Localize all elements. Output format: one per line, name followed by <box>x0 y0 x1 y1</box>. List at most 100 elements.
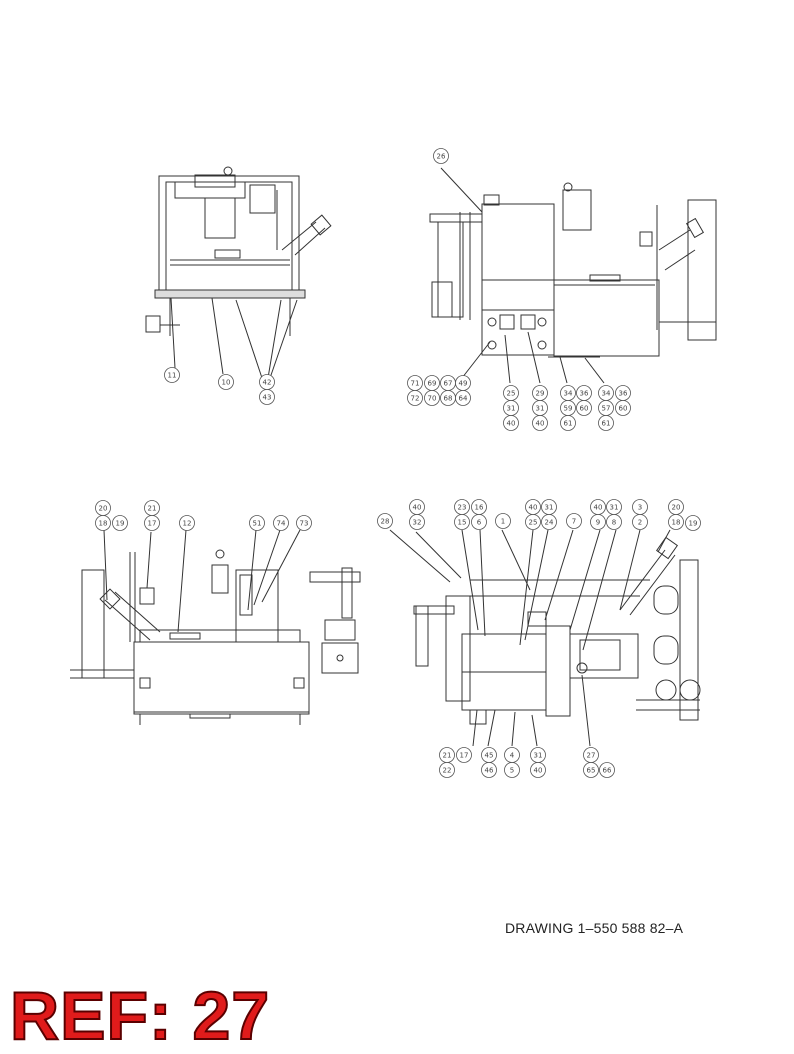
callout-bubble <box>433 148 449 164</box>
callout-number: 70 <box>428 395 437 403</box>
callout-bubble <box>218 374 234 390</box>
callout-number: 21 <box>443 752 452 760</box>
callout-number: 72 <box>411 395 420 403</box>
callout-number: 31 <box>545 504 554 512</box>
callout-bubble <box>454 514 470 530</box>
callout-number: 36 <box>580 390 589 398</box>
callout-number: 59 <box>564 405 573 413</box>
callout-number: 57 <box>602 405 611 413</box>
callout-number: 18 <box>672 519 681 527</box>
callout-bubble <box>632 514 648 530</box>
callout-number: 73 <box>300 520 309 528</box>
callout-bubble <box>495 513 511 529</box>
callout-number: 20 <box>99 505 108 513</box>
callout-number: 19 <box>689 520 698 528</box>
callout-bubble <box>566 513 582 529</box>
callout-number: 31 <box>536 405 545 413</box>
callout-bubble <box>598 415 614 431</box>
callout-number: 2 <box>638 519 642 527</box>
callout-number: 8 <box>612 519 616 527</box>
callout-number: 67 <box>444 380 453 388</box>
callout-number: 40 <box>536 420 545 428</box>
callout-number: 17 <box>460 752 469 760</box>
callout-number: 4 <box>510 752 515 760</box>
callout-bubble <box>583 762 599 778</box>
callout-number: 34 <box>602 390 611 398</box>
callout-bubble <box>615 400 631 416</box>
callout-number: 31 <box>507 405 516 413</box>
callout-bubble <box>481 762 497 778</box>
callout-number: 49 <box>459 380 468 388</box>
callout-bubble <box>525 514 541 530</box>
callout-number: 15 <box>458 519 467 527</box>
callout-bubble <box>259 389 275 405</box>
callout-bubble <box>296 515 312 531</box>
callout-bubble <box>273 515 289 531</box>
callout-number: 61 <box>564 420 573 428</box>
callout-number: 60 <box>580 405 589 413</box>
ref-label: REF: 27 <box>9 978 271 1054</box>
callout-bubble <box>424 390 440 406</box>
callout-number: 65 <box>587 767 596 775</box>
callout-bubble <box>144 515 160 531</box>
callout-bubble <box>668 514 684 530</box>
callout-number: 6 <box>477 519 482 527</box>
callout-number: 19 <box>116 520 125 528</box>
callout-number: 23 <box>458 504 467 512</box>
callout-number: 29 <box>536 390 545 398</box>
callout-number: 25 <box>529 519 538 527</box>
callout-number: 51 <box>253 520 262 528</box>
callout-bubble <box>179 515 195 531</box>
callout-number: 10 <box>222 379 231 387</box>
callout-bubble <box>599 762 615 778</box>
callout-number: 36 <box>619 390 628 398</box>
callout-number: 16 <box>475 504 484 512</box>
callout-number: 5 <box>510 767 514 775</box>
view-bottom-right <box>389 529 701 747</box>
callout-bubble <box>249 515 265 531</box>
callout-bubble <box>456 747 472 763</box>
drawing-number: DRAWING 1–550 588 82–A <box>505 920 684 936</box>
callout-number: 32 <box>413 519 422 527</box>
callout-bubble <box>560 415 576 431</box>
callout-number: 24 <box>545 519 554 527</box>
callout-number: 64 <box>459 395 468 403</box>
callout-number: 43 <box>263 394 272 402</box>
callout-bubble <box>504 762 520 778</box>
callout-bubble <box>409 514 425 530</box>
callout-bubble <box>377 513 393 529</box>
callout-number: 31 <box>610 504 619 512</box>
view-bottom-left <box>70 529 361 725</box>
callout-bubble <box>471 514 487 530</box>
callout-bubble <box>530 762 546 778</box>
callout-number: 69 <box>428 380 437 388</box>
callout-number: 40 <box>413 504 422 512</box>
callout-number: 71 <box>411 380 420 388</box>
callout-number: 66 <box>603 767 612 775</box>
callout-number: 9 <box>596 519 600 527</box>
callout-number: 40 <box>507 420 516 428</box>
callout-number: 42 <box>263 379 272 387</box>
callout-number: 60 <box>619 405 628 413</box>
callout-bubble <box>455 390 471 406</box>
callout-number: 28 <box>381 518 390 526</box>
view-top-left <box>145 166 332 379</box>
callout-bubble <box>164 367 180 383</box>
callout-number: 27 <box>587 752 596 760</box>
callout-number: 25 <box>507 390 516 398</box>
callout-number: 68 <box>444 395 453 403</box>
callout-number: 20 <box>672 504 681 512</box>
callout-bubble <box>95 515 111 531</box>
callout-number: 26 <box>437 153 446 161</box>
callout-number: 31 <box>534 752 543 760</box>
callout-number: 46 <box>485 767 494 775</box>
callout-number: 34 <box>564 390 573 398</box>
callout-bubble <box>439 762 455 778</box>
callout-number: 61 <box>602 420 611 428</box>
callout-bubble <box>407 390 423 406</box>
callout-number: 12 <box>183 520 192 528</box>
callout-number: 40 <box>529 504 538 512</box>
callout-number: 18 <box>99 520 108 528</box>
callout-bubble <box>112 515 128 531</box>
